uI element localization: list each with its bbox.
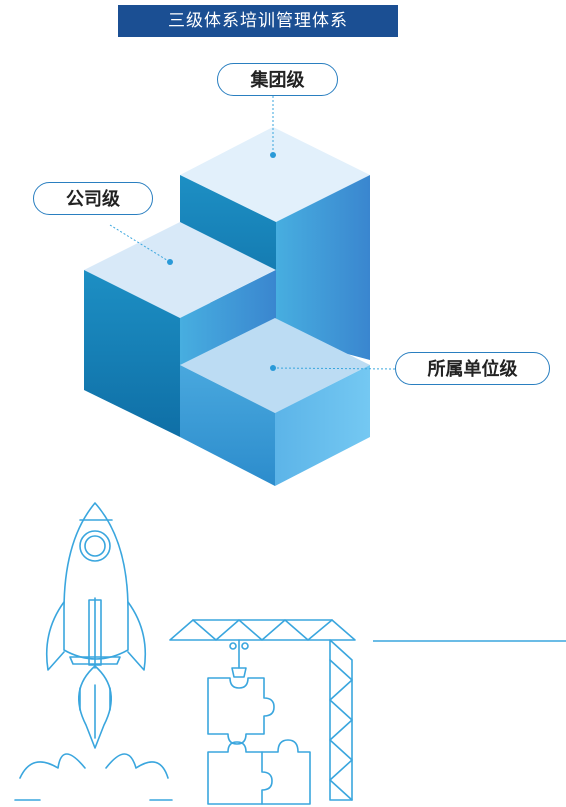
company-block-left [84,270,180,437]
unit-level-label: 所属单位级 [395,352,550,385]
unit-level-block [180,318,370,486]
company-level-text: 公司级 [66,189,120,210]
company-level-label: 公司级 [33,182,153,215]
leader-lines [109,96,396,370]
unit-block-right [275,365,370,486]
rocket-icon [14,502,173,801]
group-marker-dot [270,152,276,158]
unit-leader-line [272,367,396,370]
group-block-right [276,175,370,360]
unit-block-left [180,365,275,486]
diagram-title: 三级体系培训管理体系 [168,11,348,31]
puzzle-icon [207,677,311,805]
group-level-label: 集团级 [217,63,338,96]
group-block-top [180,127,370,222]
diagram-title-banner: 三级体系培训管理体系 [118,5,398,37]
unit-level-text: 所属单位级 [427,359,518,380]
unit-marker-dot [270,365,276,371]
unit-block-top [180,318,370,413]
company-marker-dot [167,259,173,265]
group-level-text: 集团级 [250,70,305,91]
crane-icon [169,619,356,801]
